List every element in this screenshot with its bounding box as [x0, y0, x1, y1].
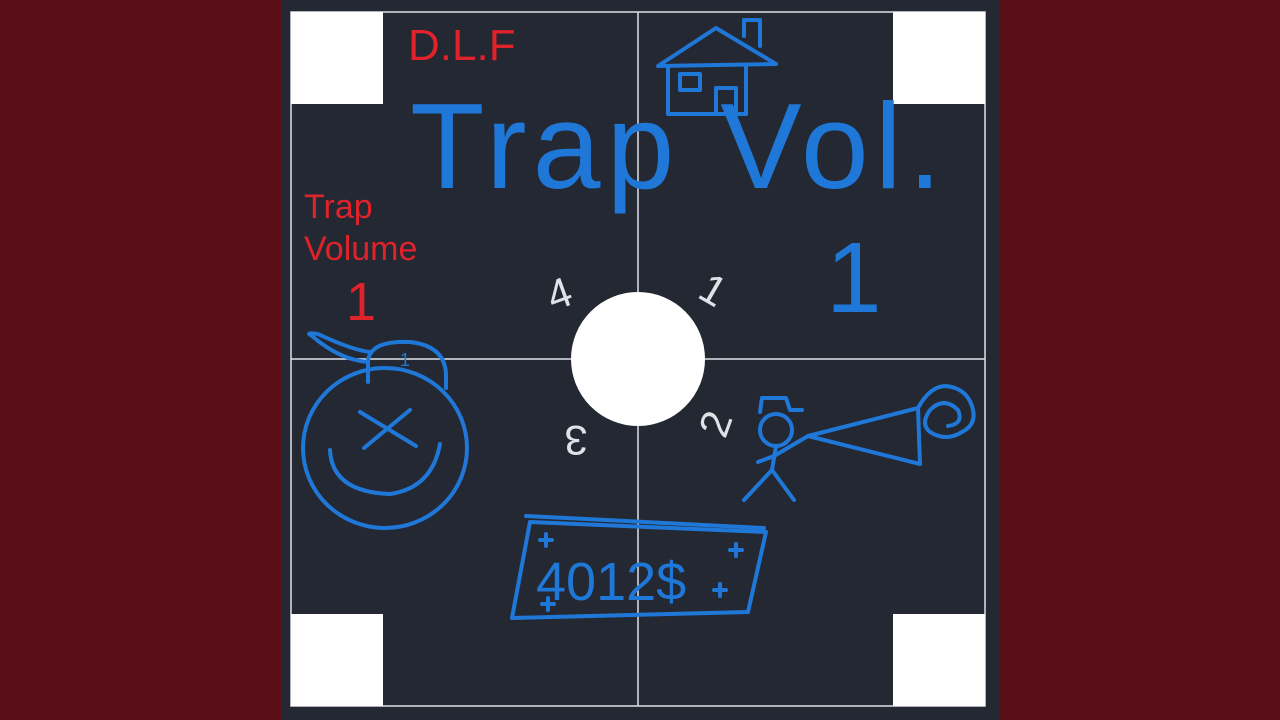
- artist-name: D.L.F: [408, 21, 516, 70]
- subtitle-line-2: Volume: [304, 230, 417, 268]
- corner-square-bottom-right: [893, 614, 985, 706]
- center-circle: [571, 292, 705, 426]
- quadrant-number-3: 3: [564, 417, 587, 464]
- subtitle-line-1: Trap: [304, 188, 373, 226]
- main-title-number: 1: [826, 222, 882, 334]
- subtitle-number: 1: [346, 272, 376, 332]
- corner-square-bottom-left: [291, 614, 383, 706]
- banknote-amount: 4012$: [536, 552, 686, 612]
- corner-square-top-right: [893, 12, 985, 104]
- money-bag-icon: [301, 331, 469, 530]
- house-icon: [656, 18, 778, 116]
- corner-square-top-left: [291, 12, 383, 104]
- money-bag-tag: 1: [400, 350, 410, 370]
- main-title: Trap Vol.: [410, 78, 948, 214]
- banknote-icon: [510, 514, 768, 620]
- stick-figure-icon: [742, 396, 922, 502]
- smoke-icon: [916, 383, 976, 439]
